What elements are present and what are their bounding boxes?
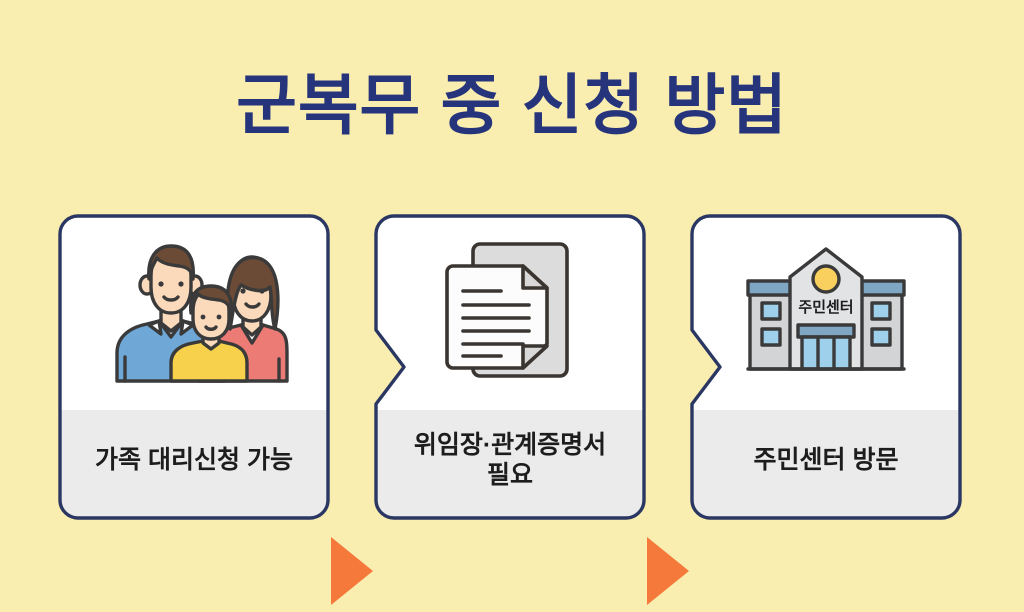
documents-icon — [374, 214, 646, 410]
building-sign-text: 주민센터 — [798, 299, 853, 316]
step-card-3[interactable]: 주민센터 주민센터 방문 — [690, 214, 962, 520]
arrow-connector-1 — [329, 535, 375, 607]
card-background-1 — [58, 214, 330, 520]
community-center-icon: 주민센터 — [690, 214, 962, 410]
steps-container: 가족 대리신청 가능 — [0, 214, 1024, 605]
page-title: 군복무 중 신청 방법 — [236, 68, 788, 142]
step-card-label-2: 위임장·관계증명서 필요 — [413, 430, 607, 490]
step-card-2[interactable]: 위임장·관계증명서 필요 — [374, 214, 646, 520]
family-icon — [58, 214, 330, 410]
step-card-label-3: 주민센터 방문 — [753, 445, 899, 474]
arrow-connector-2 — [645, 535, 691, 607]
step-card-label-1: 가족 대리신청 가능 — [95, 445, 293, 474]
step-card-1[interactable]: 가족 대리신청 가능 — [58, 214, 330, 520]
